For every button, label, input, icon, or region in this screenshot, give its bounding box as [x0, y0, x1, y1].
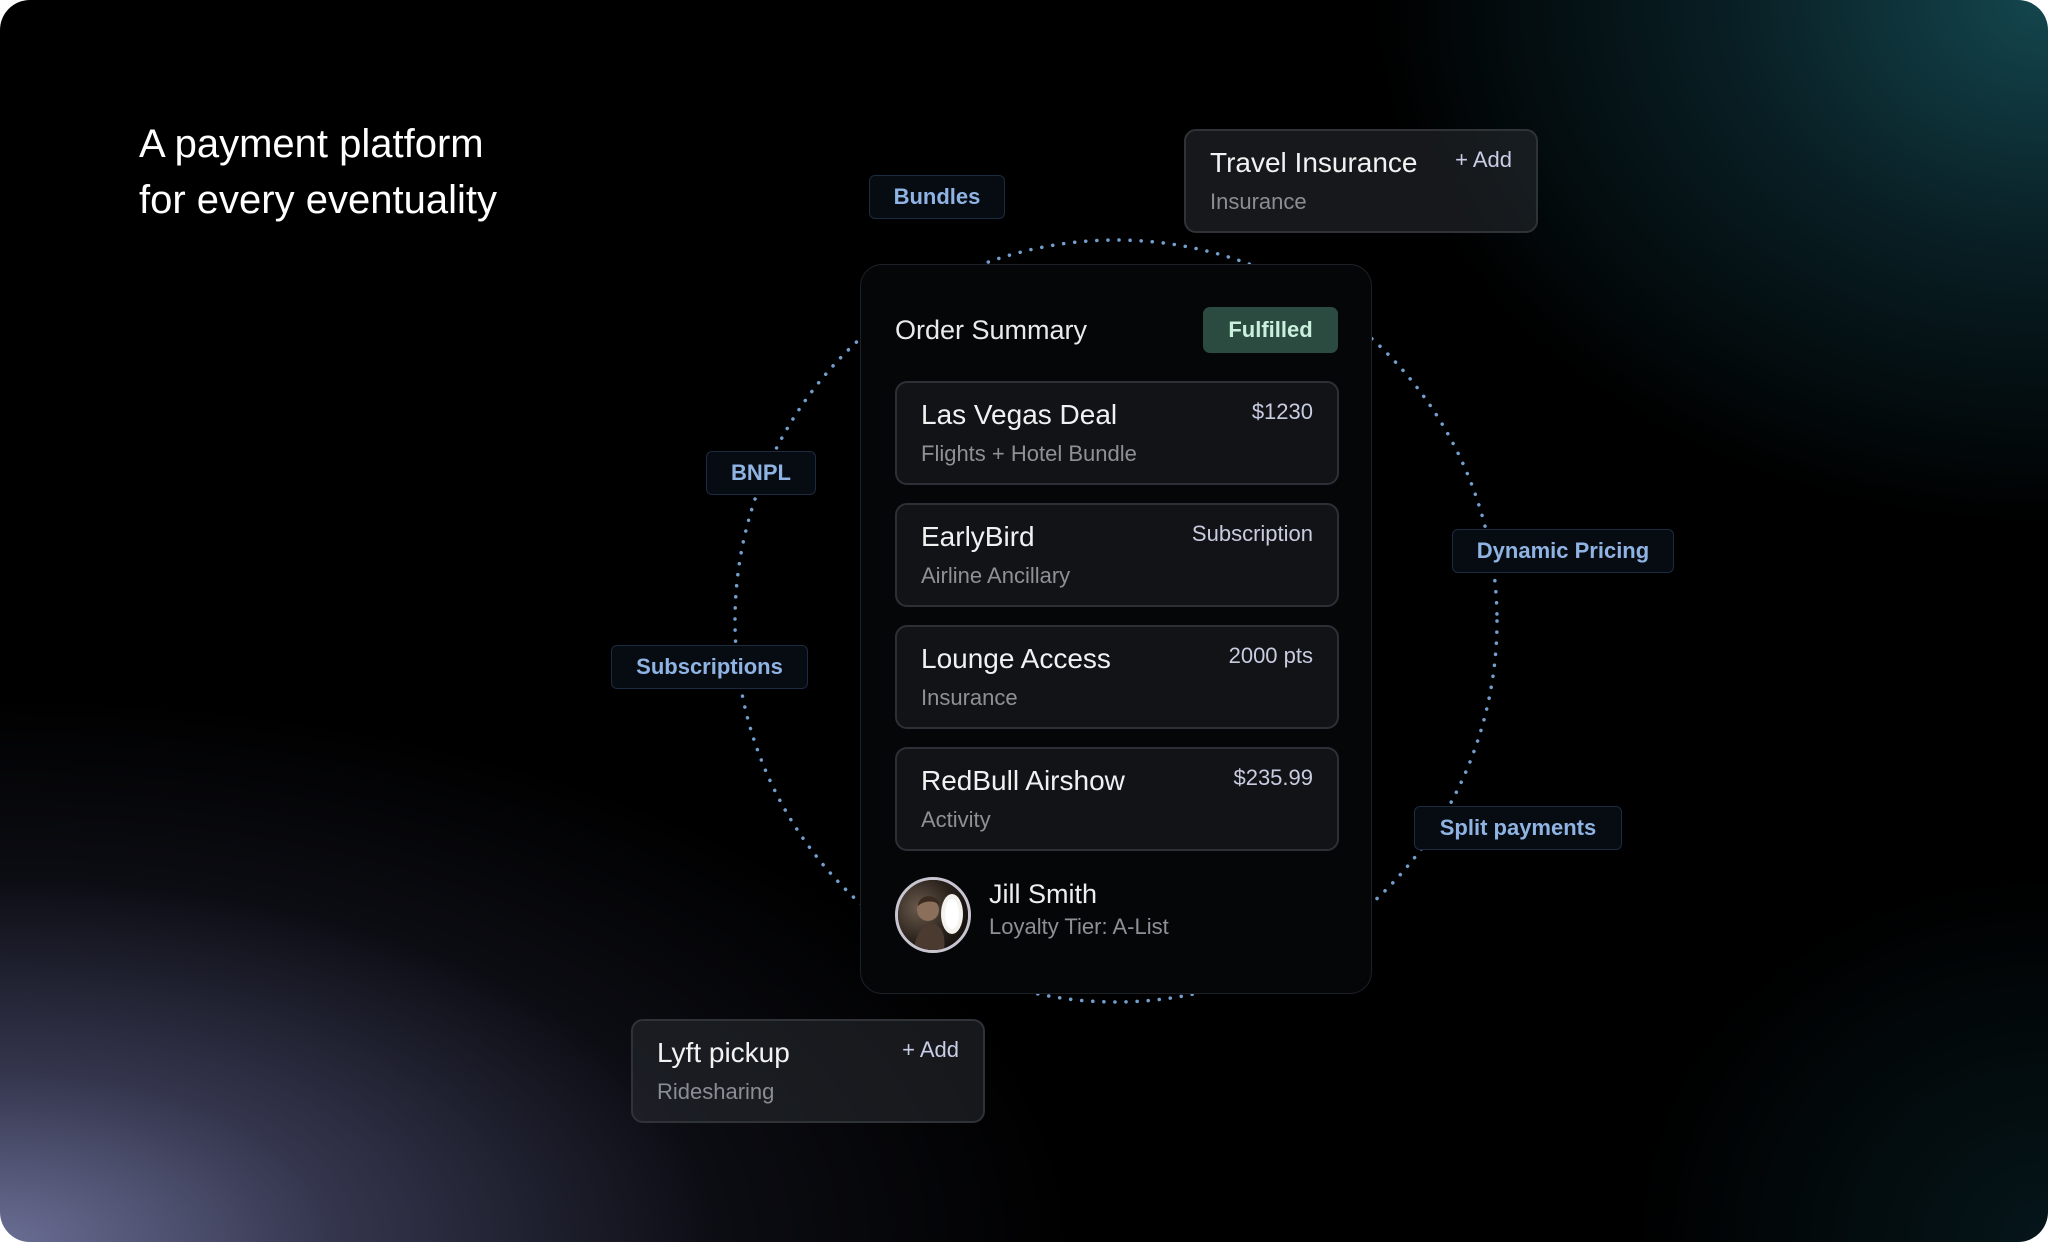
headline: A payment platform for every eventuality — [139, 116, 739, 228]
order-item[interactable]: Las Vegas Deal Flights + Hotel Bundle $1… — [895, 381, 1339, 485]
order-item-value: $235.99 — [1233, 765, 1313, 790]
addon-card-subtitle: Insurance — [1210, 189, 1307, 214]
order-summary-panel: Order Summary Fulfilled Las Vegas Deal F… — [860, 264, 1372, 994]
addon-card-travel-insurance: Travel Insurance Insurance + Add — [1184, 129, 1538, 233]
addon-card-title: Travel Insurance — [1210, 147, 1418, 178]
order-item-title: Las Vegas Deal — [921, 399, 1118, 430]
order-item-subtitle: Insurance — [921, 685, 1018, 710]
order-item[interactable]: EarlyBird Airline Ancillary Subscription — [895, 503, 1339, 607]
addon-card-subtitle: Ridesharing — [657, 1079, 775, 1104]
addon-card-lyft-pickup: Lyft pickup Ridesharing + Add — [631, 1019, 985, 1123]
addon-card-title: Lyft pickup — [657, 1037, 790, 1068]
order-summary-title: Order Summary — [895, 315, 1088, 345]
order-item-subtitle: Activity — [921, 807, 991, 832]
order-item[interactable]: RedBull Airshow Activity $235.99 — [895, 747, 1339, 851]
order-item-value: Subscription — [1191, 521, 1313, 546]
order-item-title: Lounge Access — [921, 643, 1111, 674]
order-item-title: RedBull Airshow — [921, 765, 1125, 796]
order-item-title: EarlyBird — [921, 521, 1035, 552]
user-loyalty-tier: Loyalty Tier: A-List — [989, 914, 1169, 939]
order-item-value: $1230 — [1251, 399, 1313, 424]
user-name: Jill Smith — [989, 879, 1098, 909]
chip-bnpl: BNPL — [706, 451, 816, 495]
chip-dynamic-pricing: Dynamic Pricing — [1452, 529, 1674, 573]
user-avatar-icon — [898, 880, 968, 950]
order-item-subtitle: Flights + Hotel Bundle — [921, 441, 1137, 466]
order-item[interactable]: Lounge Access Insurance 2000 pts — [895, 625, 1339, 729]
order-item-value: 2000 pts — [1228, 643, 1313, 668]
chip-subscriptions: Subscriptions — [611, 645, 808, 689]
order-item-subtitle: Airline Ancillary — [921, 563, 1071, 588]
chip-bundles: Bundles — [869, 175, 1005, 219]
chip-split-payments: Split payments — [1414, 806, 1622, 850]
add-travel-insurance-button[interactable]: + Add — [1455, 147, 1512, 172]
headline-line-2: for every eventuality — [139, 178, 497, 222]
headline-line-1: A payment platform — [139, 122, 484, 166]
status-badge: Fulfilled — [1203, 307, 1338, 353]
avatar — [895, 877, 971, 953]
add-lyft-pickup-button[interactable]: + Add — [902, 1037, 959, 1062]
